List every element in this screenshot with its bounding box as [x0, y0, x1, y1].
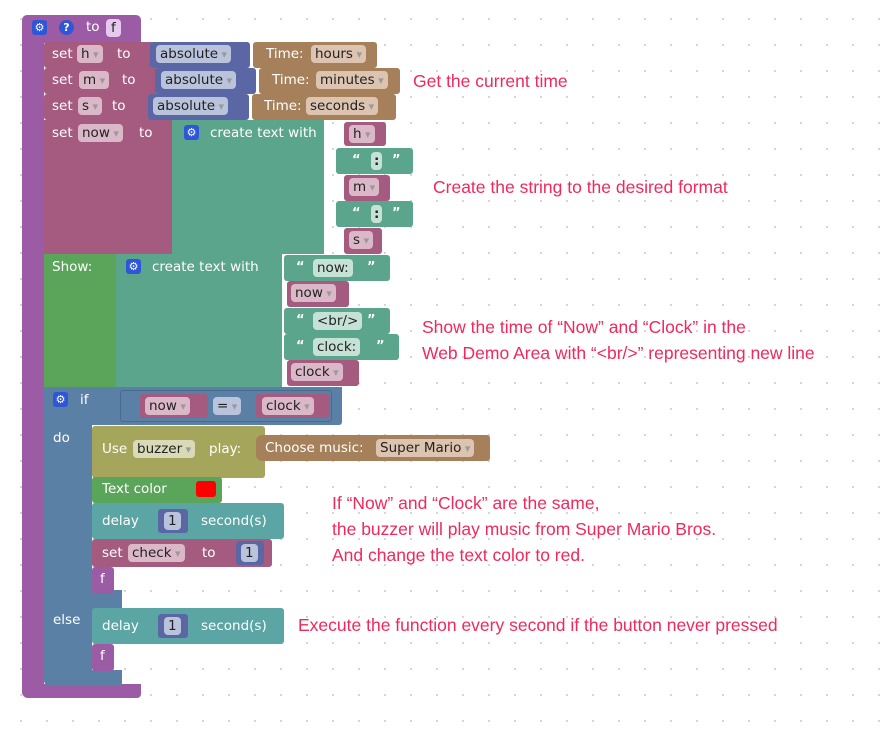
help-icon[interactable]: ? [59, 20, 74, 35]
string-field[interactable]: now: [313, 259, 353, 277]
number-field[interactable]: 1 [164, 512, 181, 530]
create-text-block-now[interactable] [172, 120, 324, 254]
delay-label: delay [102, 618, 139, 634]
variable-dropdown-now[interactable]: now [291, 284, 336, 302]
if-block-end-cap [44, 670, 122, 686]
create-text-block-show[interactable] [116, 254, 282, 387]
function-name-field[interactable]: f [106, 19, 121, 37]
variable-dropdown-s[interactable]: s [349, 231, 374, 249]
music-dropdown[interactable]: Super Mario [376, 439, 475, 457]
if-label: if [80, 392, 89, 408]
set-keyword: set [102, 545, 123, 561]
string-field[interactable]: clock: [313, 338, 361, 356]
operator-dropdown[interactable]: = [213, 397, 242, 415]
function-keyword: to [86, 19, 100, 35]
delay-unit: second(s) [201, 513, 267, 529]
create-text-label: create text with [152, 259, 259, 275]
annotation-get-time: Get the current time [413, 71, 568, 91]
to-keyword: to [117, 46, 131, 62]
math-op-dropdown-m[interactable]: absolute [161, 71, 237, 89]
variable-dropdown-now[interactable]: now [78, 124, 123, 142]
variable-dropdown-check[interactable]: check [128, 544, 185, 562]
annotation-show-line2: Web Demo Area with “<br/>” representing … [422, 343, 815, 363]
set-keyword: set [52, 125, 73, 141]
if-block-do-cap [44, 590, 122, 612]
to-keyword: to [122, 72, 136, 88]
set-keyword: set [52, 46, 73, 62]
choose-music-label: Choose music: [265, 440, 364, 456]
open-quote-icon: “ [296, 260, 305, 275]
open-quote-icon: “ [296, 339, 305, 354]
time-label: Time: [272, 72, 310, 88]
variable-dropdown-now[interactable]: now [145, 397, 190, 415]
set-now-block[interactable] [44, 120, 174, 254]
variable-dropdown-s[interactable]: s [78, 97, 103, 115]
show-block[interactable] [44, 254, 120, 387]
annotation-show-line1: Show the time of “Now” and “Clock” in th… [422, 317, 746, 337]
gear-icon[interactable]: ⚙ [32, 20, 47, 35]
number-field[interactable]: 1 [241, 544, 258, 562]
create-text-label: create text with [210, 125, 317, 141]
to-keyword: to [202, 545, 216, 561]
function-block-body [22, 40, 44, 690]
else-label: else [53, 612, 81, 628]
annotation-create-string: Create the string to the desired format [433, 177, 728, 197]
variable-dropdown-h[interactable]: h [77, 45, 103, 63]
time-label: Time: [264, 98, 302, 114]
gear-icon[interactable]: ⚙ [126, 259, 141, 274]
string-field[interactable]: <br/> [313, 312, 363, 330]
call-f-block[interactable] [92, 644, 114, 671]
variable-dropdown-clock[interactable]: clock [262, 397, 314, 415]
delay-block[interactable] [92, 503, 284, 539]
set-keyword: set [52, 72, 73, 88]
to-keyword: to [139, 125, 153, 141]
close-quote-icon: ” [367, 260, 376, 275]
time-unit-dropdown-h[interactable]: hours [311, 45, 366, 63]
string-field[interactable]: : [371, 205, 383, 223]
call-f-label: f [100, 648, 105, 664]
close-quote-icon: ” [392, 206, 401, 221]
math-op-dropdown-s[interactable]: absolute [153, 97, 229, 115]
call-f-label: f [100, 571, 105, 587]
gear-icon[interactable]: ⚙ [53, 392, 68, 407]
open-quote-icon: “ [352, 206, 361, 221]
play-label: play: [209, 441, 242, 457]
function-block-footer [22, 684, 141, 698]
color-swatch[interactable] [196, 481, 216, 497]
open-quote-icon: “ [296, 313, 305, 328]
number-field[interactable]: 1 [164, 617, 181, 635]
close-quote-icon: ” [376, 339, 385, 354]
string-field[interactable]: : [371, 152, 383, 170]
open-quote-icon: “ [352, 153, 361, 168]
use-label: Use [102, 441, 128, 457]
annotation-if-line2: the buzzer will play music from Super Ma… [332, 519, 717, 539]
annotation-else: Execute the function every second if the… [298, 615, 778, 635]
do-label: do [53, 430, 70, 446]
variable-dropdown-h[interactable]: h [349, 125, 375, 143]
time-unit-dropdown-s[interactable]: seconds [306, 97, 379, 115]
variable-dropdown-clock[interactable]: clock [291, 363, 343, 381]
time-unit-dropdown-m[interactable]: minutes [316, 71, 388, 89]
delay-unit: second(s) [201, 618, 267, 634]
call-f-block[interactable] [92, 567, 114, 594]
delay-block[interactable] [92, 608, 284, 644]
device-dropdown[interactable]: buzzer [133, 440, 196, 458]
time-label: Time: [266, 46, 304, 62]
close-quote-icon: ” [392, 153, 401, 168]
show-label: Show: [52, 259, 93, 275]
if-block-spine [44, 420, 92, 686]
annotation-if-line1: If “Now” and “Clock” are the same, [332, 493, 600, 513]
gear-icon[interactable]: ⚙ [184, 125, 199, 140]
set-keyword: set [52, 98, 73, 114]
variable-dropdown-m[interactable]: m [79, 71, 110, 89]
annotation-if-line3: And change the text color to red. [332, 545, 585, 565]
close-quote-icon: ” [367, 313, 376, 328]
delay-label: delay [102, 513, 139, 529]
to-keyword: to [112, 98, 126, 114]
variable-dropdown-m[interactable]: m [349, 178, 380, 196]
math-op-dropdown-h[interactable]: absolute [156, 45, 232, 63]
text-color-label: Text color [102, 481, 167, 497]
